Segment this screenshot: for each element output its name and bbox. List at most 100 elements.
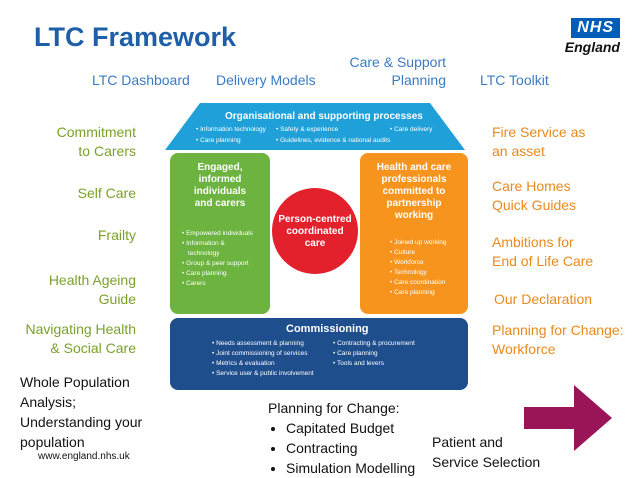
title-line: individuals (193, 186, 247, 197)
ltc-dashboard-link[interactable]: LTC Dashboard (92, 72, 190, 88)
england-text: England (564, 39, 620, 55)
item-text: Technology (393, 269, 427, 276)
list-item: • Care planning (333, 350, 378, 357)
item-text: Metrics & evaluation (216, 360, 275, 367)
right-box-list: • Joined up working • Culture • Workforc… (390, 238, 447, 298)
right-arrow-icon[interactable] (522, 383, 614, 453)
link-line: Ambitions for (492, 234, 574, 250)
roof-item: • Safety & experience (276, 126, 339, 133)
list-item: • Information & (182, 240, 225, 247)
link-line: Quick Guides (492, 197, 577, 213)
list-item: • Carers (182, 280, 206, 287)
link-line: Navigating Health (25, 321, 136, 337)
link-line: Care Homes (492, 178, 571, 194)
center-circle-shape (272, 188, 358, 274)
list-item: • Empowered individuals (182, 230, 253, 237)
link-line: Patient and (432, 434, 503, 450)
list-item: • Metrics & evaluation (212, 360, 275, 367)
patient-service-selection-link[interactable]: Patient and Service Selection (432, 432, 540, 472)
item-text: Contracting & procurement (337, 340, 415, 347)
pfc-title: Planning for Change: (268, 400, 400, 416)
center-circle-text: Person-centred coordinated care (275, 214, 355, 250)
ltc-toolkit-link[interactable]: LTC Toolkit (480, 72, 549, 88)
item-text: Care delivery (394, 126, 433, 133)
ltc-framework-diagram (165, 103, 468, 390)
list-item: • Care coordination (390, 279, 446, 286)
delivery-models-link[interactable]: Delivery Models (216, 72, 316, 88)
right-box-shape (360, 153, 468, 314)
title-line: informed (198, 174, 242, 185)
list-item: technology (182, 249, 253, 259)
item-text: Care planning (200, 137, 241, 144)
link-line: Analysis; (20, 394, 77, 410)
healthy-ageing-guide-link[interactable]: Health Ageing Guide (30, 271, 136, 309)
item-text: Carers (186, 280, 206, 287)
fire-service-link[interactable]: Fire Service as an asset (492, 123, 585, 161)
link-line: Workforce (492, 341, 556, 357)
roof-title: Organisational and supporting processes (225, 111, 423, 122)
title-line: Health and care (376, 162, 452, 173)
title-line: Engaged, (197, 162, 243, 173)
item-text: Safety & experience (280, 126, 339, 133)
item-text: Joint commissioning of services (216, 350, 308, 357)
center-line: coordinated (286, 226, 344, 237)
list-item: • Contracting & procurement (333, 340, 415, 347)
item-text: Information technology (200, 126, 266, 133)
link-line: population (20, 434, 85, 450)
care-support-line2: Planning (391, 72, 447, 88)
frailty-link[interactable]: Frailty (97, 227, 136, 243)
link-line: Whole Population (20, 374, 130, 390)
item-text: Care planning (337, 350, 378, 357)
link-line: Planning for Change: (492, 322, 624, 338)
link-line: Fire Service as (492, 124, 586, 140)
right-box-title: Health and care professionals committed … (362, 162, 466, 222)
care-support-planning-link[interactable]: Care & Support Planning (346, 54, 447, 88)
nhs-england-logo: NHS England (565, 18, 620, 55)
end-of-life-link[interactable]: Ambitions for End of Life Care (492, 233, 593, 271)
pfc-list: Capitated Budget Contracting Simulation … (268, 418, 415, 478)
list-item: Capitated Budget (286, 418, 415, 438)
item-text: Group & peer support (186, 260, 249, 267)
item-text: Needs assessment & planning (216, 340, 304, 347)
item-text: Guidelines, evidence & national audits (280, 137, 391, 144)
left-box-shape (170, 153, 270, 314)
link-line: to Carers (78, 143, 136, 159)
roof-item: • Care planning (196, 137, 241, 144)
title-line: partnership (386, 198, 442, 209)
list-item: • Tools and levers (333, 360, 384, 367)
roof-item: • Guidelines, evidence & national audits (276, 137, 391, 144)
website-url: www.england.nhs.uk (38, 451, 130, 462)
commissioning-title: Commissioning (286, 323, 369, 335)
navigating-health-link[interactable]: Navigating Health & Social Care (10, 320, 136, 358)
self-care-link[interactable]: Self Care (77, 185, 136, 201)
item-text: Workforce (394, 259, 424, 266)
care-homes-link[interactable]: Care Homes Quick Guides (492, 177, 576, 215)
item-text: Information & (186, 240, 225, 247)
link-line: End of Life Care (492, 253, 594, 269)
care-support-line1: Care & Support (349, 54, 447, 70)
title-line: and carers (194, 198, 246, 209)
list-item: • Workforce (390, 259, 424, 266)
link-line: Guide (98, 291, 136, 307)
item-text: Care planning (186, 270, 227, 277)
list-item: • Group & peer support (182, 260, 249, 267)
whole-population-link[interactable]: Whole Population Analysis; Understanding… (20, 372, 142, 452)
title-line: working (394, 210, 434, 221)
planning-workforce-link[interactable]: Planning for Change: Workforce (492, 321, 632, 359)
planning-for-change-block[interactable]: Planning for Change: Capitated Budget Co… (268, 398, 415, 478)
base-shape (170, 318, 468, 390)
center-line: Person-centred (278, 214, 352, 225)
item-text: Care planning (394, 289, 435, 296)
item-text: technology (188, 250, 220, 257)
title-line: professionals (381, 174, 447, 185)
nhs-logo-badge: NHS (571, 18, 620, 38)
center-line: care (304, 238, 326, 249)
our-declaration-link[interactable]: Our Declaration (494, 291, 593, 307)
link-line: & Social Care (50, 340, 136, 356)
list-item: • Service user & public involvement (212, 370, 314, 377)
link-line: Commitment (56, 124, 136, 140)
page-title: LTC Framework (34, 22, 237, 52)
roof-item: • Care delivery (390, 126, 433, 133)
commitment-to-carers-link[interactable]: Commitment to Carers (48, 123, 136, 161)
item-text: Empowered individuals (186, 230, 253, 237)
